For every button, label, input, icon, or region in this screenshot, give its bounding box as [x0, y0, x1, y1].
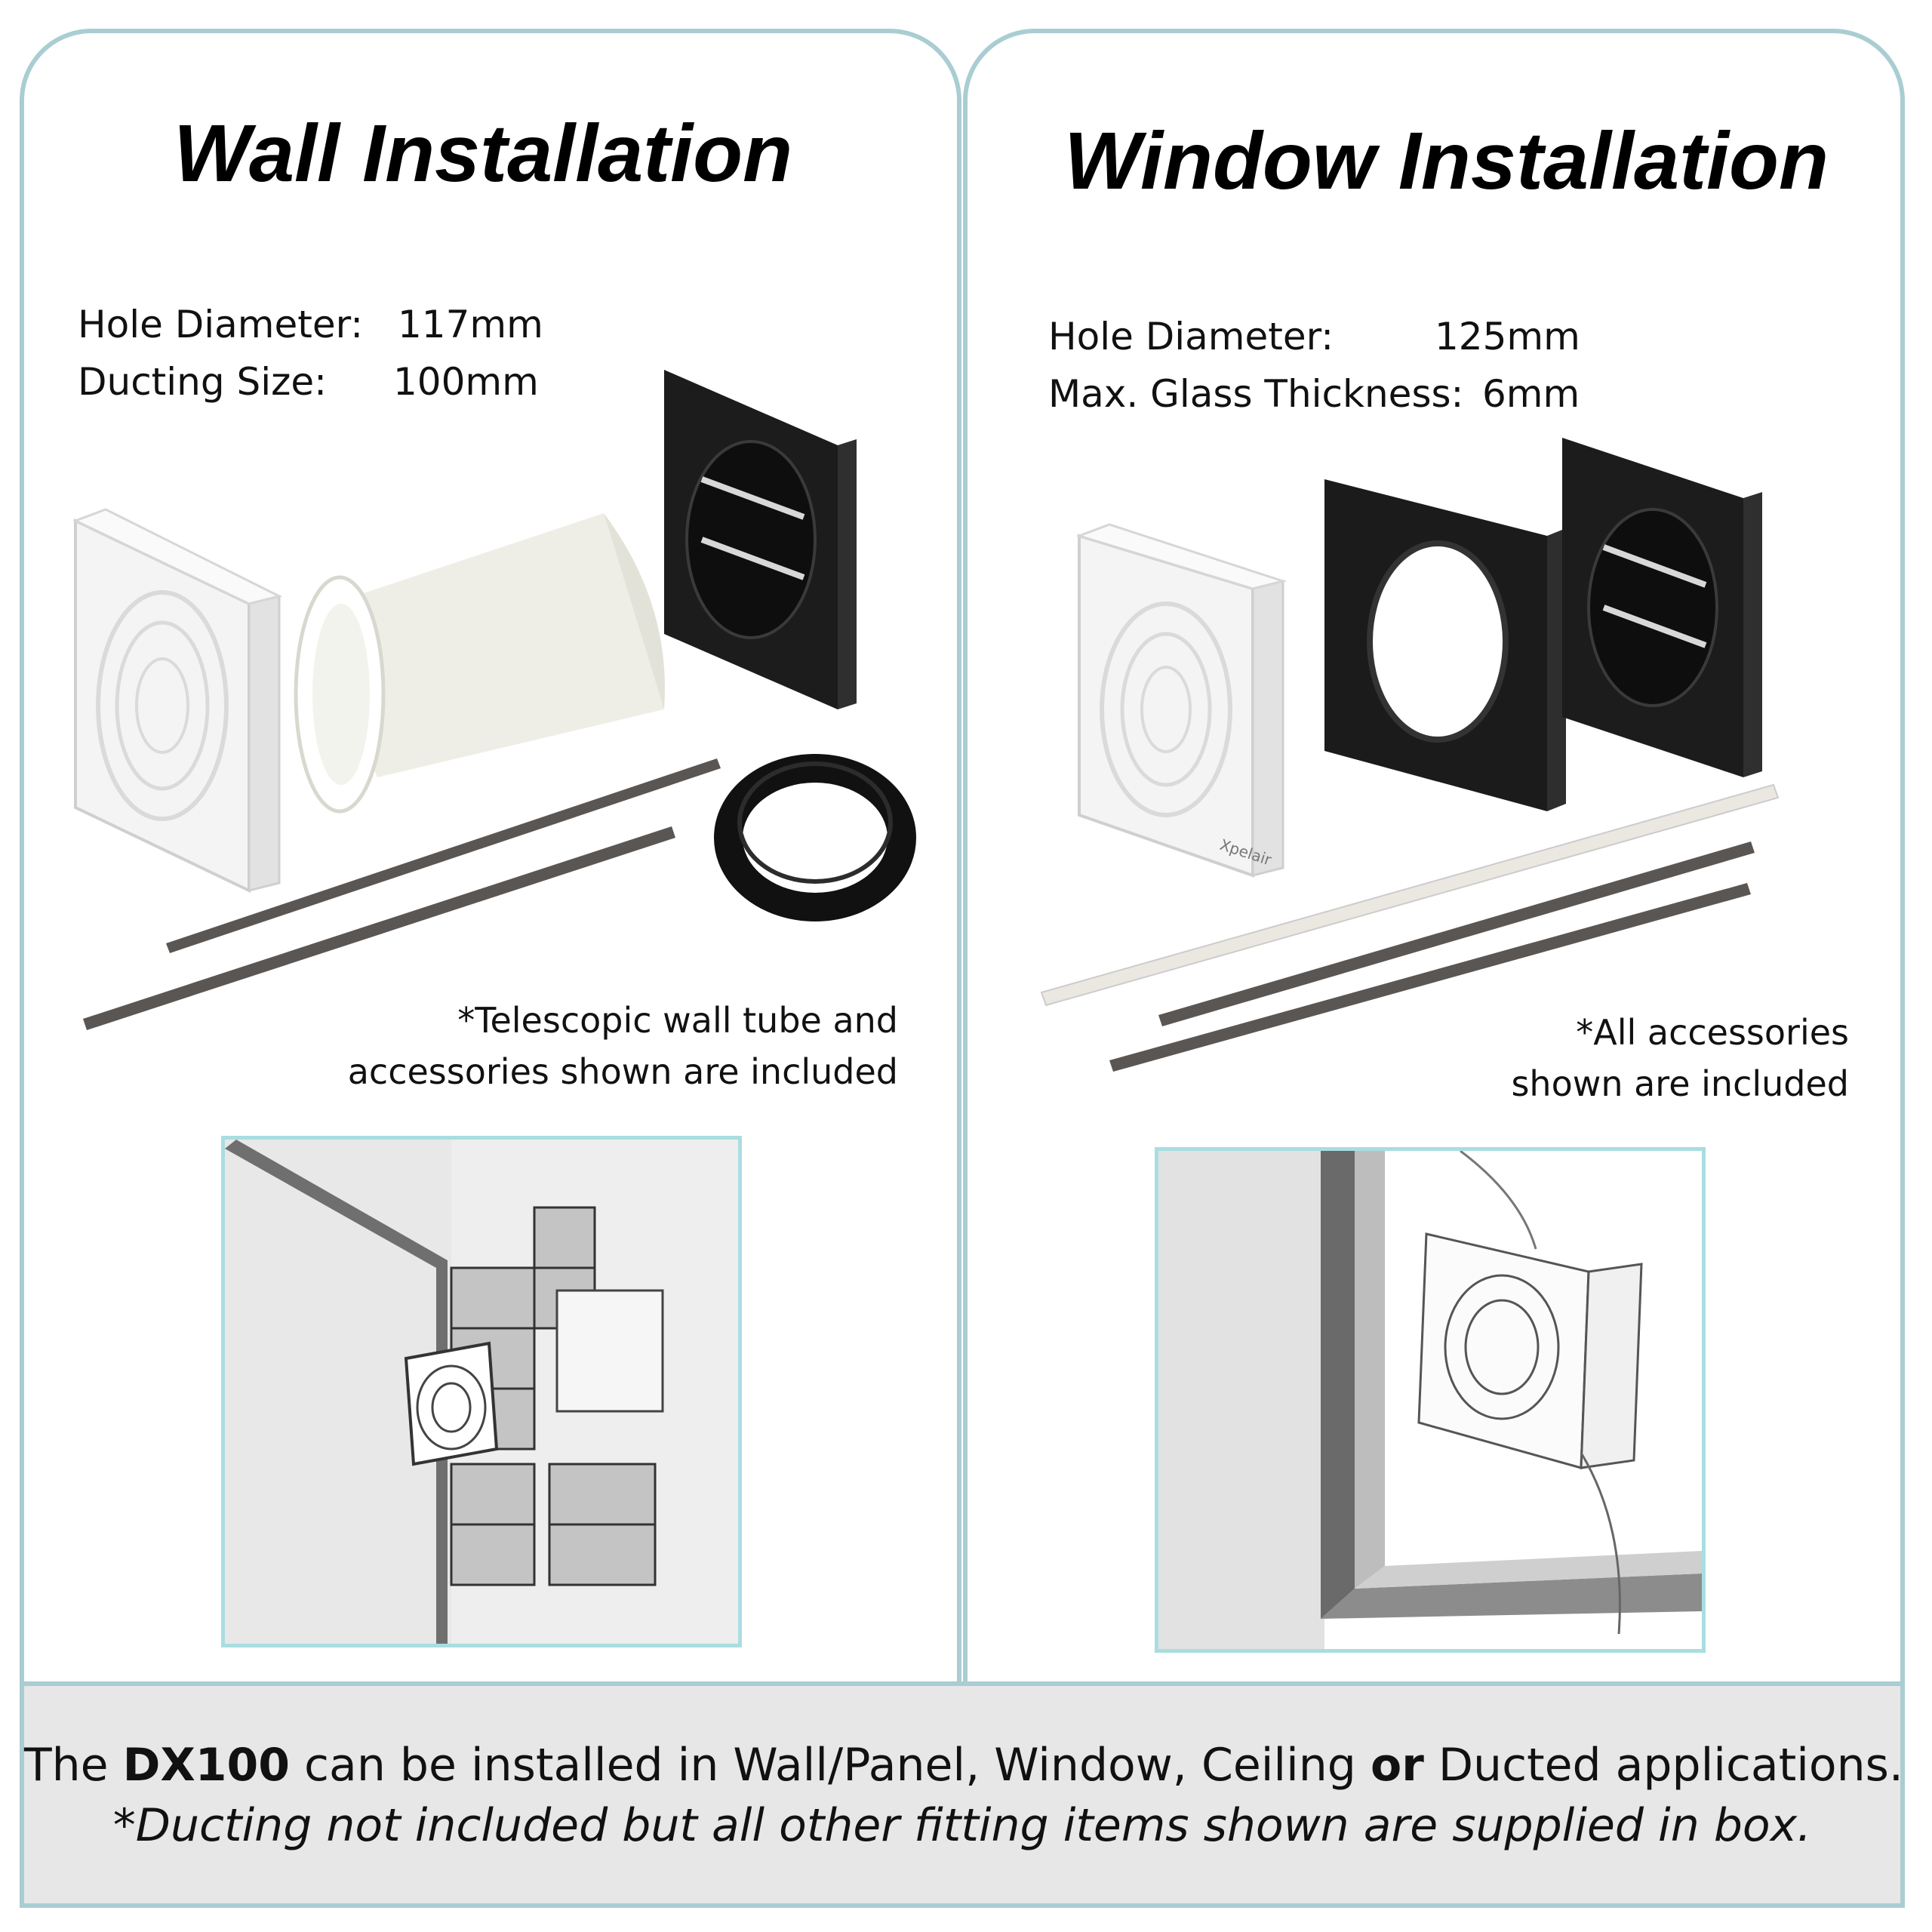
- footer-line-ducting-note: *Ducting not included but all other fitt…: [112, 1799, 1812, 1852]
- footer-text: can be installed in Wall/Panel, Window, …: [289, 1739, 1371, 1792]
- window-adaptor-plate-icon: [1324, 479, 1566, 811]
- footer-or: or: [1370, 1739, 1424, 1792]
- fan-icon: Xpelair: [1075, 523, 1287, 878]
- window-kit-photo: Xpelair: [1040, 438, 1780, 1072]
- window-included-note: *All accessories shown are included: [1358, 1007, 1849, 1109]
- window-installation-diagram: [1155, 1147, 1706, 1653]
- note-line: *All accessories: [1576, 1012, 1849, 1053]
- spec-label: Ducting Size:: [78, 360, 327, 404]
- sealing-ring-icon: [714, 754, 916, 921]
- note-line: *Telescopic wall tube and: [457, 1000, 898, 1041]
- spec-value: 6mm: [1482, 372, 1580, 416]
- wall-spec-hole-diameter: Hole Diameter: 117mm: [78, 296, 606, 353]
- wall-kit-photo: [72, 370, 916, 1030]
- fan-icon: [72, 508, 283, 894]
- footer-text: Ducted applications.: [1423, 1739, 1903, 1792]
- wall-installation-title: Wall Installation: [174, 107, 793, 198]
- product-name: DX100: [122, 1739, 290, 1792]
- foam-strip-icon: [1040, 783, 1780, 1072]
- footer-line-applications: The DX100 can be installed in Wall/Panel…: [24, 1739, 1903, 1792]
- window-spec-hole-diameter: Hole Diameter: 125mm: [1048, 308, 1727, 365]
- footer-bar: The DX100 can be installed in Wall/Panel…: [20, 1681, 1905, 1908]
- spec-value: 125mm: [1435, 315, 1580, 358]
- window-spec-list: Hole Diameter: 125mm Max. Glass Thicknes…: [1048, 308, 1727, 423]
- spec-label: Max. Glass Thickness:: [1048, 372, 1464, 416]
- wall-installation-diagram: [221, 1136, 742, 1647]
- spec-value: 117mm: [398, 303, 543, 346]
- wall-spec-ducting-size: Ducting Size: 100mm: [78, 353, 606, 411]
- wall-included-note: *Telescopic wall tube and accessories sh…: [226, 995, 898, 1097]
- duct-tube-icon: [294, 513, 665, 814]
- window-installation-title: Window Installation: [1064, 115, 1829, 206]
- window-diagram-drawing: [1158, 1151, 1702, 1649]
- note-line: shown are included: [1511, 1063, 1849, 1104]
- foam-strip-icon: [83, 758, 721, 1030]
- spec-label: Hole Diameter:: [1048, 315, 1334, 358]
- wall-diagram-drawing: [225, 1140, 738, 1644]
- spec-label: Hole Diameter:: [78, 303, 364, 346]
- window-spec-glass-thickness: Max. Glass Thickness: 6mm: [1048, 365, 1727, 423]
- footer-text: The: [24, 1739, 123, 1792]
- wall-spec-list: Hole Diameter: 117mm Ducting Size: 100mm: [78, 296, 606, 411]
- outlet-grille-icon: [664, 370, 857, 709]
- outlet-grille-icon: [1562, 438, 1762, 777]
- spec-value: 100mm: [393, 360, 539, 404]
- note-line: accessories shown are included: [347, 1051, 898, 1092]
